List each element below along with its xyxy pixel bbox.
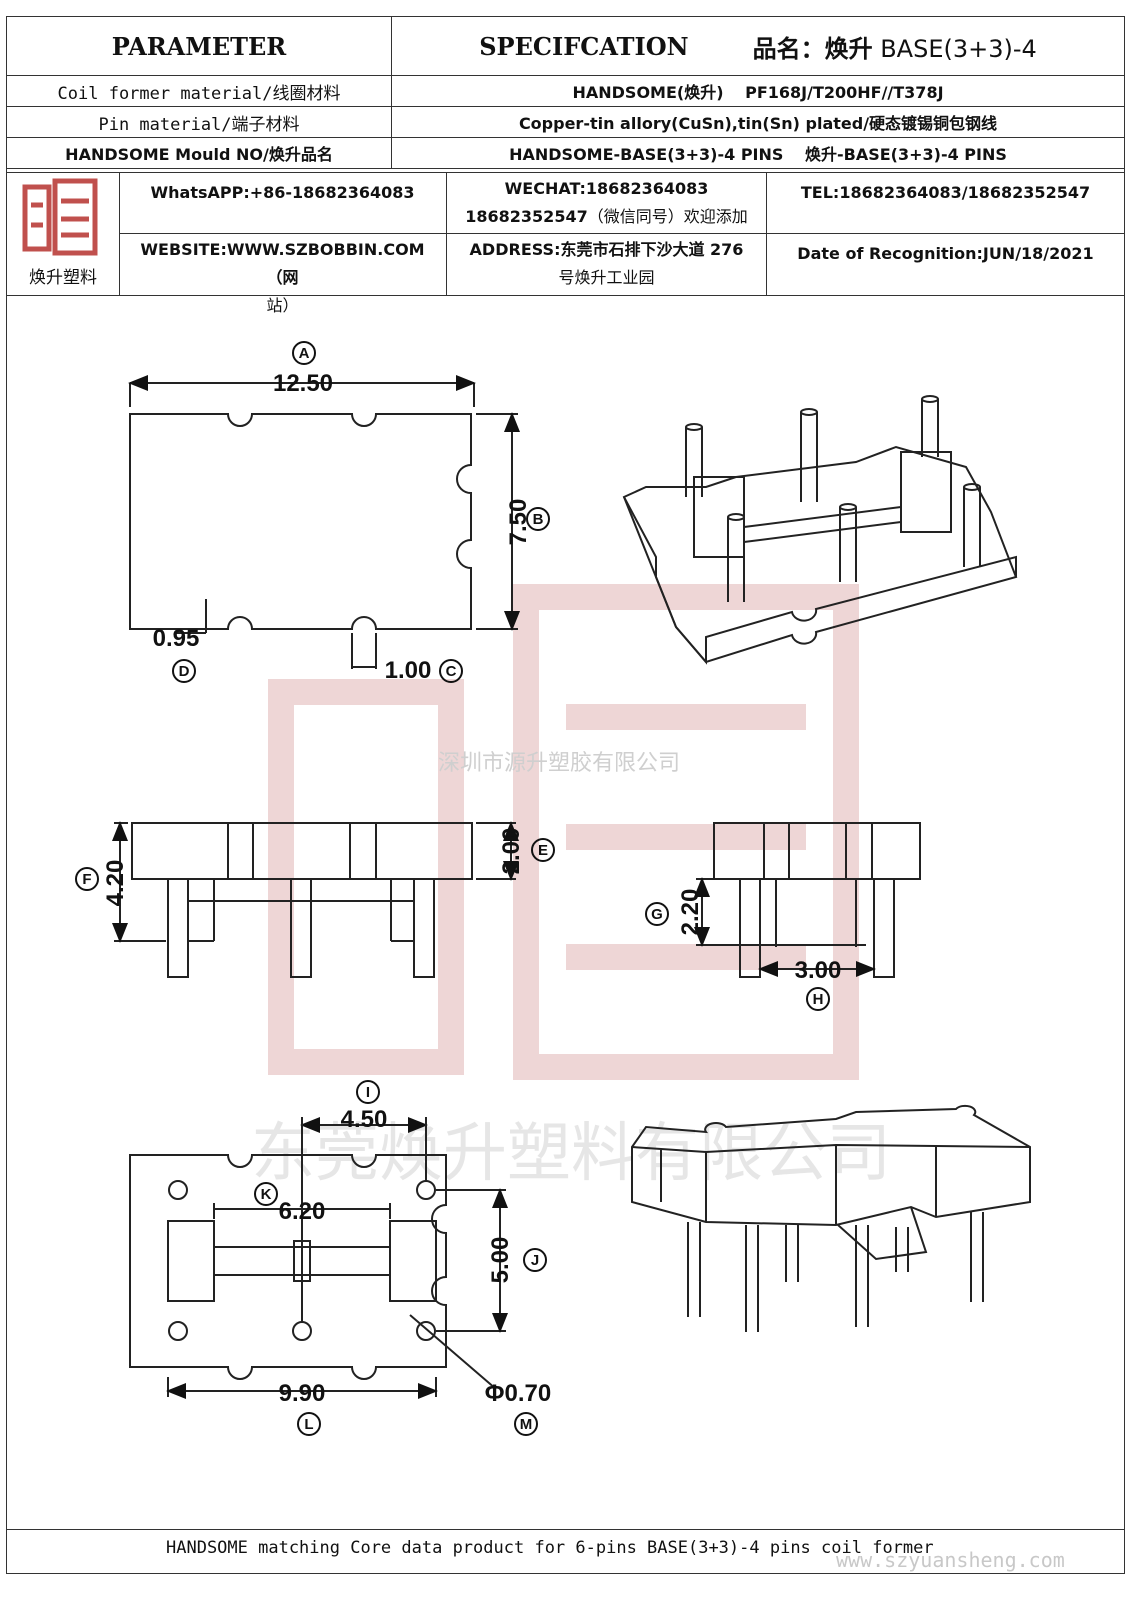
dim-H-value: 3.00 (795, 957, 842, 984)
watermark-logo (268, 584, 859, 1080)
dim-G-badge: G (645, 902, 669, 926)
svg-text:B: B (533, 511, 544, 528)
side-view-end (694, 822, 921, 978)
dim-A-value: 12.50 (273, 370, 333, 397)
dim-I-value: 4.50 (341, 1106, 388, 1133)
address-cell: ADDRESS:东莞市石排下沙大道 276 号焕升工业园 (447, 234, 767, 295)
row-value: HANDSOME-BASE(3+3)-4 PINS 焕升-BASE(3+3)-4… (391, 137, 1125, 169)
row-label: Pin material/端子材料 (6, 106, 392, 138)
top-view (128, 375, 520, 669)
specification-heading: SPECIFCATION 品名：焕升 BASE(3+3)-4 (391, 16, 1125, 76)
dim-F-badge: F (75, 867, 99, 891)
date-cell: Date of Recognition:JUN/18/2021 (797, 244, 1094, 263)
dim-I-badge: I (356, 1080, 380, 1104)
whatsapp-cell: WhatsAPP:+86-18682364083 (119, 173, 447, 234)
svg-text:G: G (651, 906, 663, 923)
footer: HANDSOME matching Core data product for … (6, 1529, 1125, 1573)
isometric-view-bottom (631, 1104, 1031, 1332)
website-cell: WEBSITE:WWW.SZBOBBIN.COM（网 站） (119, 234, 447, 315)
parameter-table: PARAMETER SPECIFCATION 品名：焕升 BASE(3+3)-4… (6, 16, 1125, 169)
dim-K-value: 6.20 (279, 1198, 326, 1225)
dim-L-value: 9.90 (279, 1380, 326, 1407)
dim-D-value: 0.95 (153, 625, 200, 652)
product-name: 品名：焕升 BASE(3+3)-4 (752, 34, 1037, 63)
bottom-view (129, 1117, 508, 1399)
svg-text:L: L (304, 1416, 313, 1433)
table-row: Coil former material/线圈材料 HANDSOME(焕升) P… (6, 75, 1125, 107)
dim-K-badge: K (254, 1182, 278, 1206)
svg-text:H: H (813, 991, 824, 1008)
dim-M-badge: M (514, 1412, 538, 1436)
dim-J-value: 5.00 (487, 1237, 514, 1284)
dim-J-badge: J (523, 1248, 547, 1272)
dim-E-badge: E (531, 838, 555, 862)
svg-text:D: D (179, 663, 190, 680)
company-logo: 焕升塑料 (7, 173, 120, 295)
table-row: Pin material/端子材料 Copper-tin allory(CuSn… (6, 106, 1125, 138)
svg-text:I: I (366, 1084, 370, 1101)
logo-mark-icon (22, 178, 98, 256)
footer-text: HANDSOME matching Core data product for … (166, 1538, 934, 1558)
dim-H-badge: H (806, 987, 830, 1011)
logo-text: 焕升塑料 (29, 268, 97, 288)
svg-text:M: M (520, 1416, 533, 1433)
row-label: HANDSOME Mould NO/焕升品名 (6, 137, 392, 169)
side-view-front (112, 821, 519, 978)
svg-text:K: K (261, 1186, 272, 1203)
row-label: Coil former material/线圈材料 (6, 75, 392, 107)
dim-F-value: 4.20 (102, 860, 129, 907)
svg-text:E: E (538, 842, 548, 859)
dim-G-value: 2.20 (677, 889, 704, 936)
dim-A-badge: A (292, 341, 316, 365)
dim-E-value: 2.00 (498, 828, 525, 875)
isometric-view-top (622, 395, 1018, 665)
dim-B-badge: B (526, 507, 550, 531)
table-row: HANDSOME Mould NO/焕升品名 HANDSOME-BASE(3+3… (6, 137, 1125, 169)
row-value: HANDSOME(焕升) PF168J/T200HF//T378J (391, 75, 1125, 107)
row-value: Copper-tin allory(CuSn),tin(Sn) plated/硬… (391, 106, 1125, 138)
dim-C-value: 1.00 (385, 657, 432, 684)
svg-text:C: C (446, 663, 457, 680)
svg-text:A: A (299, 345, 310, 362)
dim-D-badge: D (172, 659, 196, 683)
svg-text:F: F (82, 871, 91, 888)
dim-M-value: Φ0.70 (485, 1380, 551, 1407)
dim-L-badge: L (297, 1412, 321, 1436)
contact-block: 焕升塑料 WhatsAPP:+86-18682364083 WECHAT:186… (6, 172, 1125, 315)
dim-C-badge: C (439, 659, 463, 683)
tel-cell: TEL:18682364083/18682352547 (767, 173, 1124, 234)
parameter-heading: PARAMETER (6, 16, 392, 76)
watermark-company-small: 深圳市源升塑胶有限公司 (438, 751, 680, 776)
technical-drawing: 深圳市源升塑胶有限公司 东莞焕升塑料有限公司 12.50 A 7.50 B 1.… (6, 297, 1125, 1529)
wechat-cell: WECHAT:18682364083 18682352547（微信同号）欢迎添加 (447, 173, 767, 234)
watermark-url: www.szyuansheng.com (836, 1548, 1065, 1572)
svg-text:J: J (531, 1252, 539, 1269)
